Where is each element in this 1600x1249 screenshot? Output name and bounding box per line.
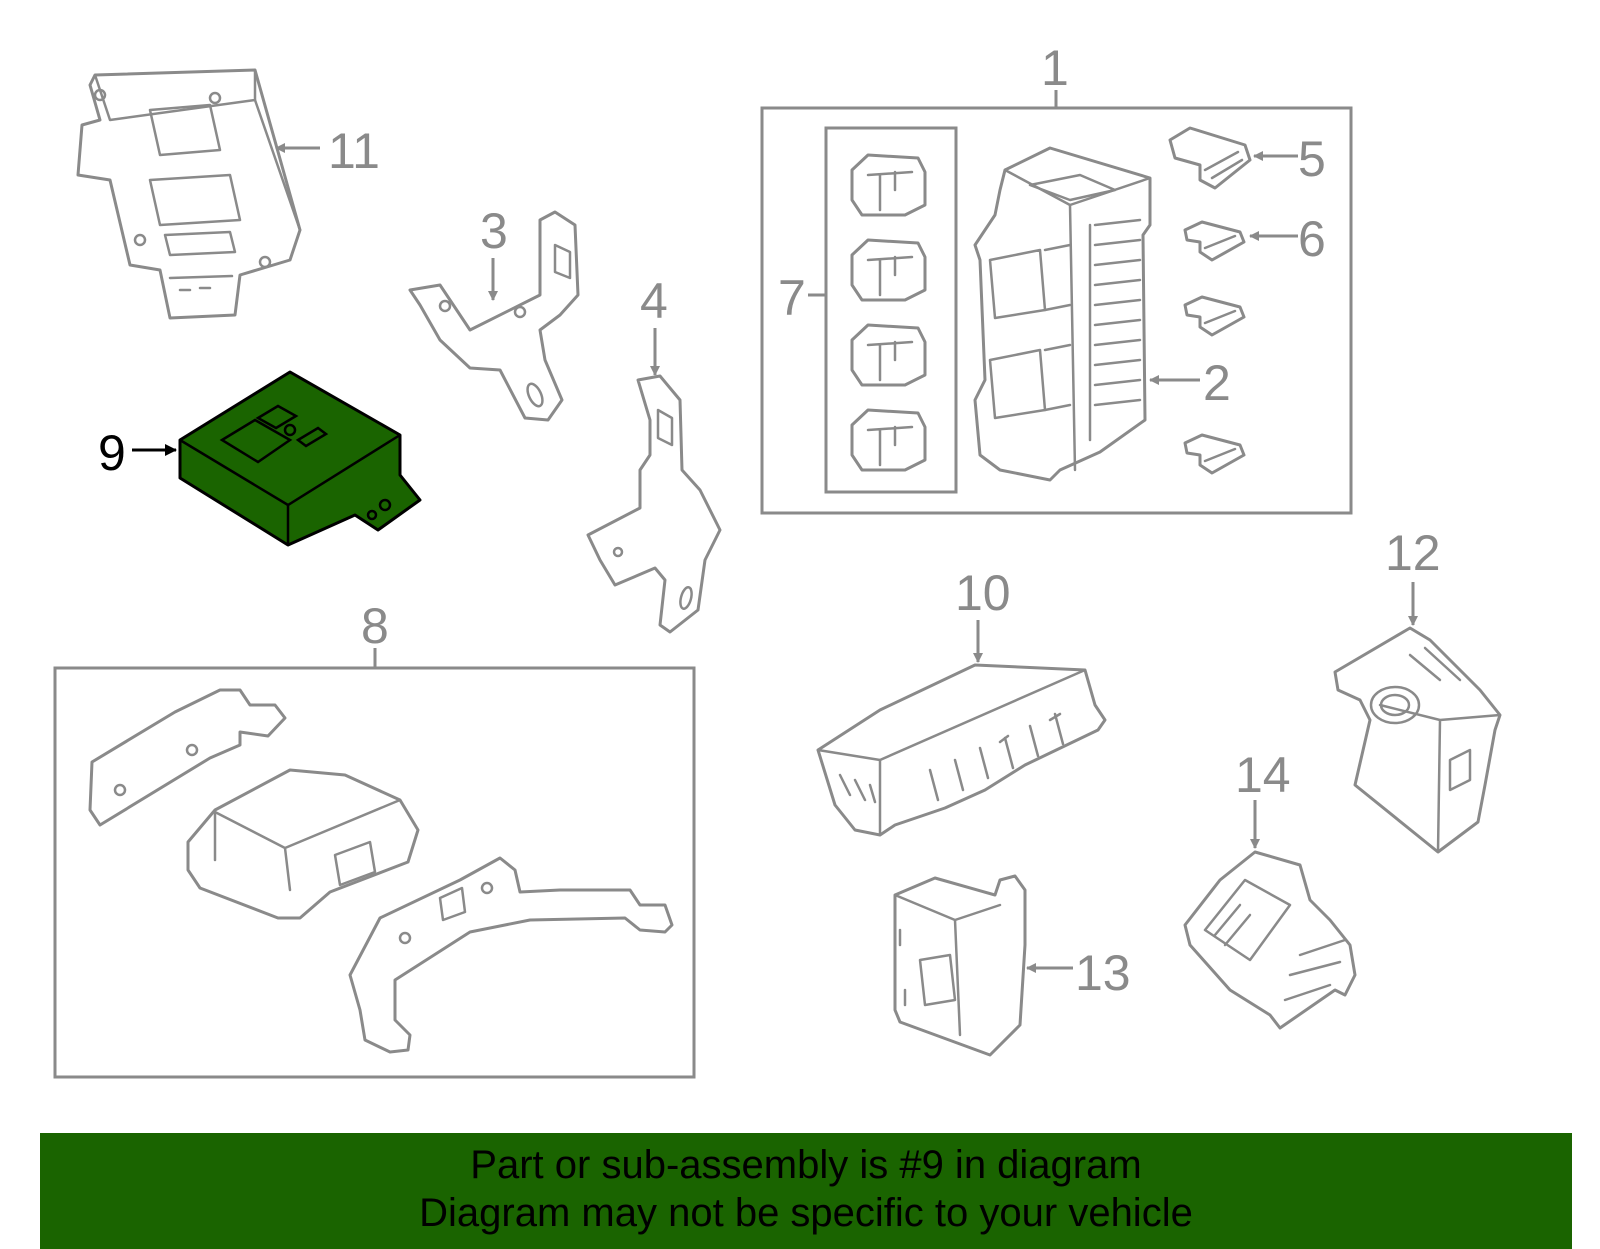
banner-line-1: Part or sub-assembly is #9 in diagram [470, 1143, 1142, 1187]
callout-1: 1 [1041, 40, 1069, 96]
part-9-module-highlighted[interactable] [178, 370, 422, 547]
callout-2: 2 [1203, 355, 1231, 411]
part-7-relay-frame [824, 126, 958, 494]
part-12-module[interactable] [1333, 626, 1502, 854]
callout-14: 14 [1235, 747, 1291, 803]
part-5-fuse[interactable] [1168, 126, 1252, 190]
part-10-module[interactable] [816, 663, 1107, 837]
callout-7: 7 [778, 270, 806, 326]
callout-11: 11 [328, 123, 380, 179]
part-13-module[interactable] [893, 874, 1027, 1057]
part-8-components[interactable] [88, 688, 674, 1054]
part-3-bracket[interactable] [408, 210, 580, 422]
part-7-relays[interactable] [850, 153, 927, 472]
part-4-bracket[interactable] [586, 374, 722, 634]
callout-4: 4 [640, 273, 668, 329]
banner-line-2: Diagram may not be specific to your vehi… [419, 1191, 1193, 1235]
callout-8: 8 [361, 598, 389, 654]
info-banner: Part or sub-assembly is #9 in diagram Di… [40, 1133, 1572, 1249]
callout-13: 13 [1075, 945, 1131, 1001]
callout-12: 12 [1385, 525, 1441, 581]
callout-9: 9 [98, 425, 126, 481]
callout-10: 10 [955, 565, 1011, 621]
part-2-fuse-block[interactable] [973, 146, 1152, 482]
callout-6: 6 [1298, 211, 1326, 267]
part-14-module[interactable] [1183, 850, 1357, 1030]
callout-3: 3 [480, 203, 508, 259]
part-11-module[interactable] [76, 68, 302, 320]
callout-5: 5 [1298, 131, 1326, 187]
part-6-fuses[interactable] [1183, 220, 1246, 475]
